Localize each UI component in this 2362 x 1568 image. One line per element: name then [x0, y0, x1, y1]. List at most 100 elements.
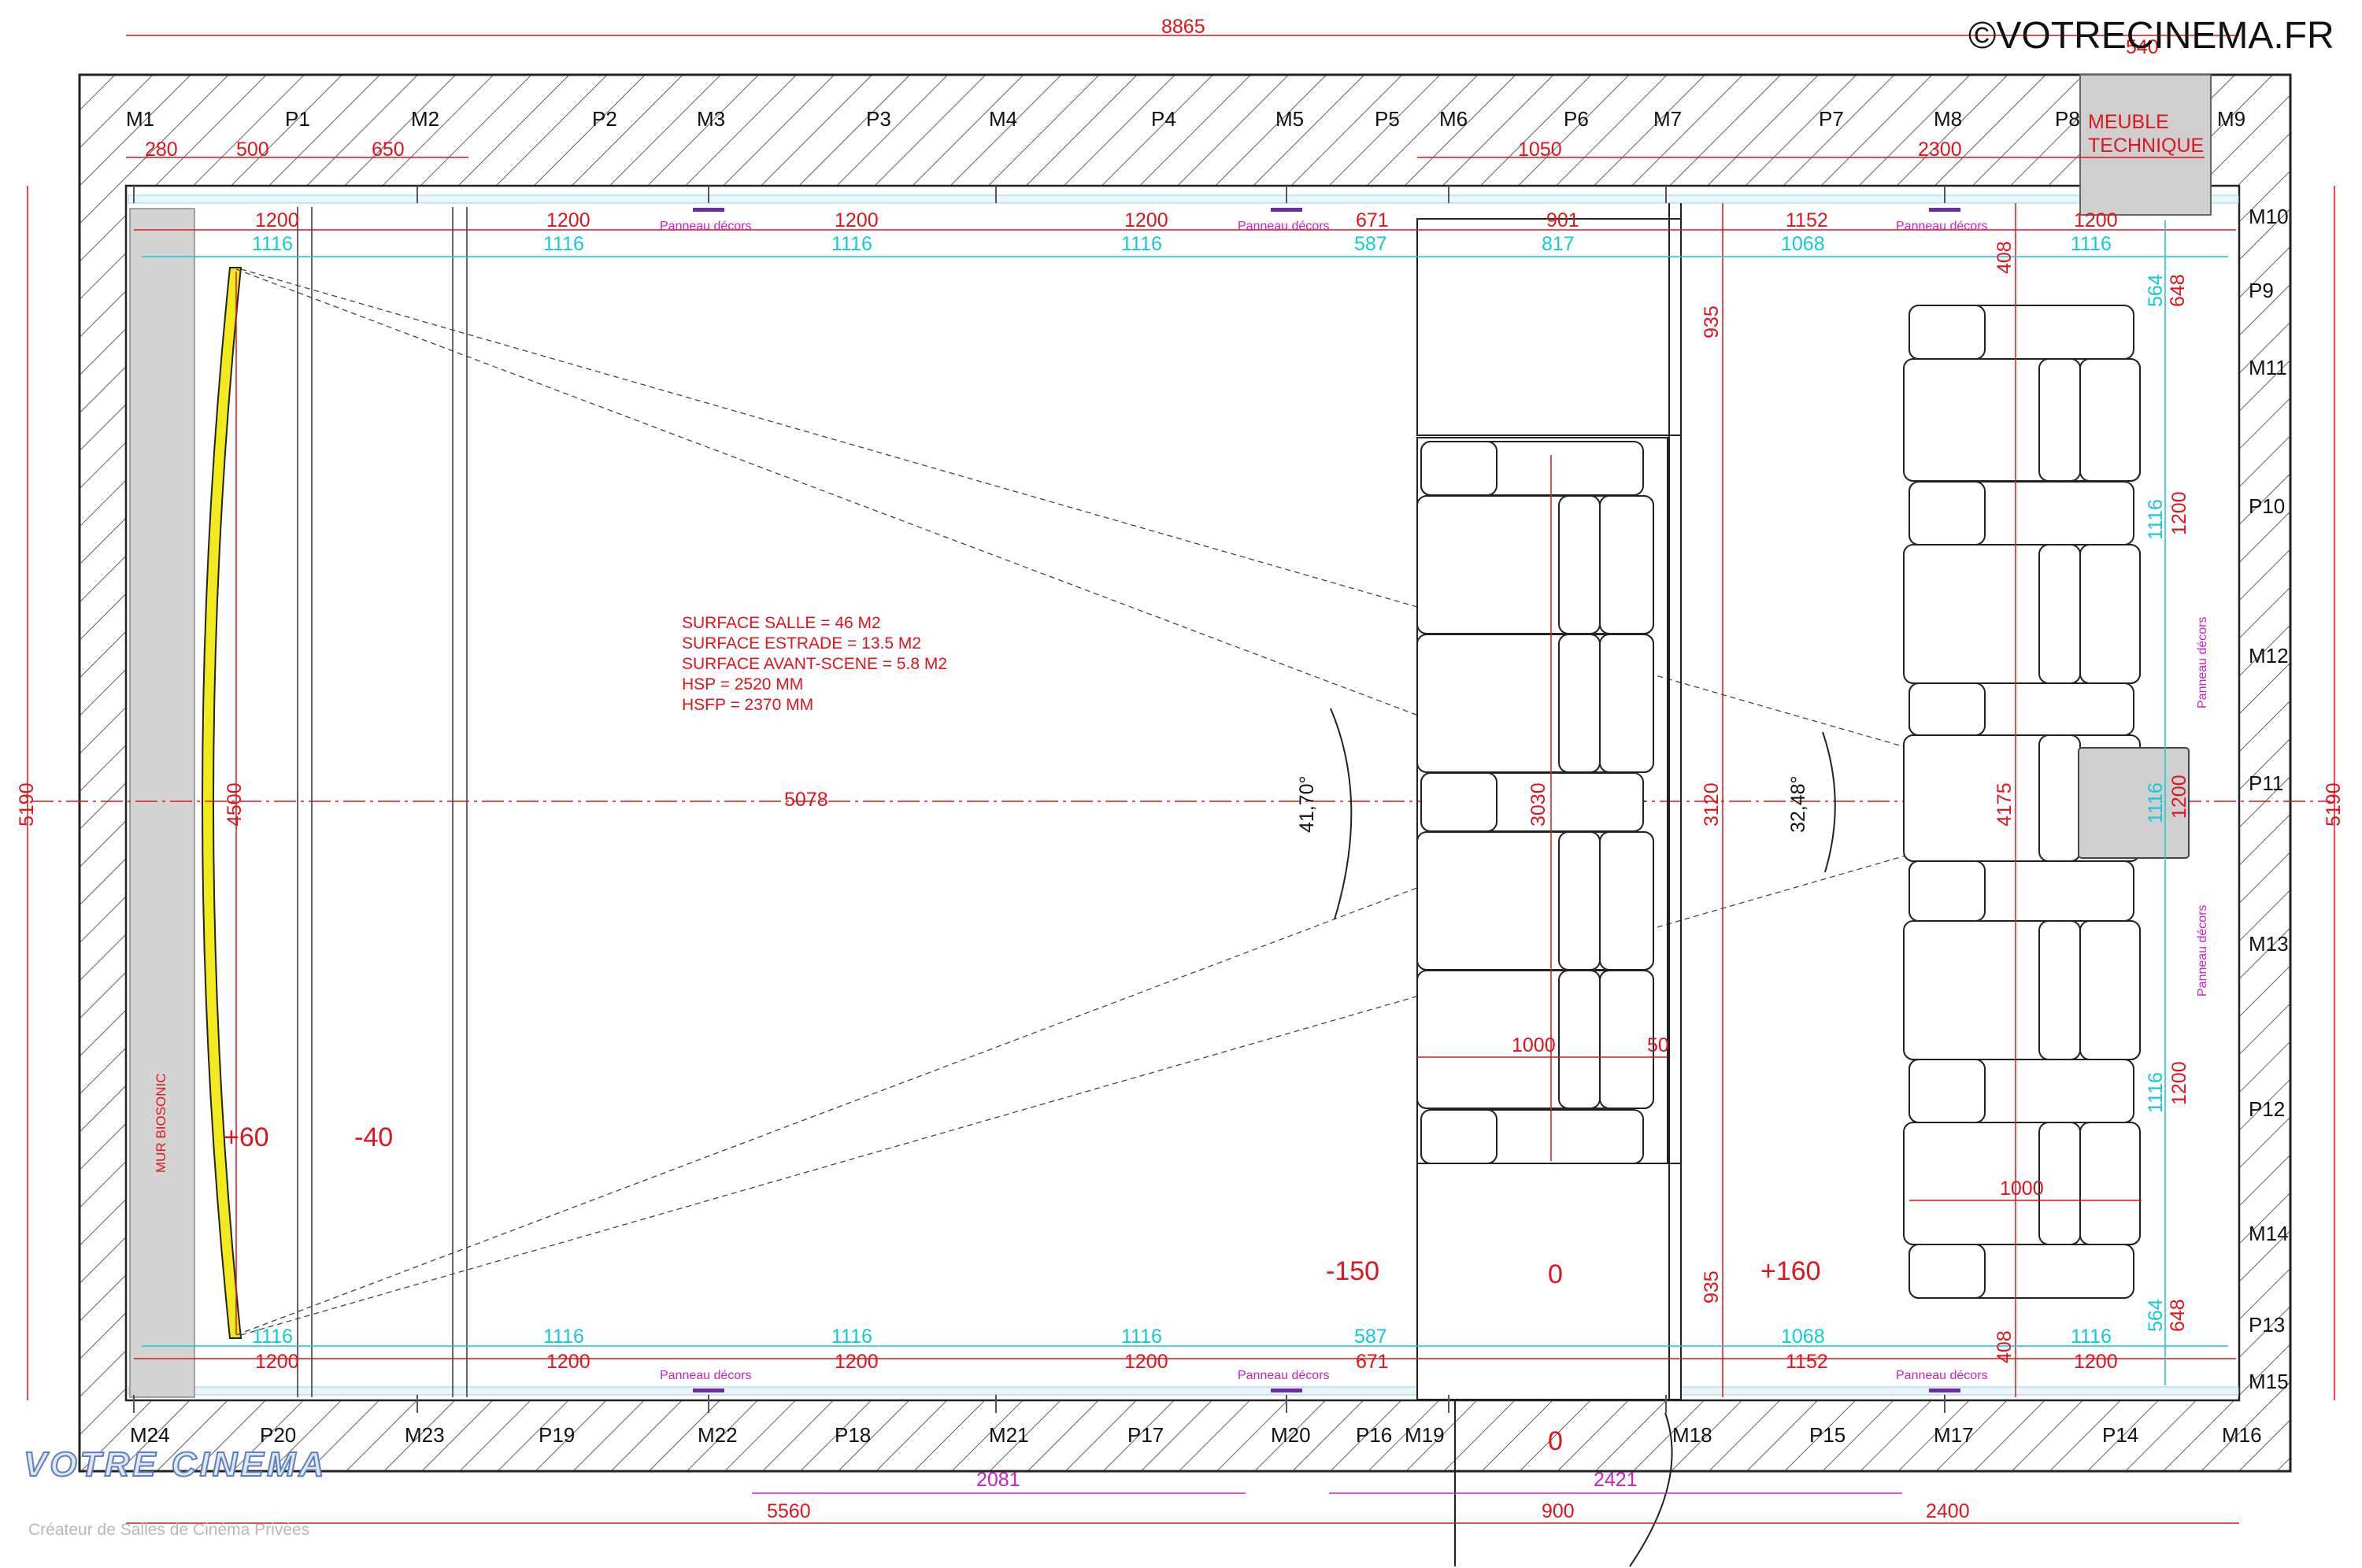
furniture-width: 540	[2126, 36, 2159, 58]
svg-text:Panneau décors: Panneau décors	[660, 220, 752, 233]
dim-2400: 2400	[1926, 1500, 1970, 1522]
svg-text:P4: P4	[1151, 107, 1176, 131]
svg-text:M9: M9	[2217, 107, 2245, 131]
svg-text:P12: P12	[2249, 1097, 2285, 1121]
svg-text:M10: M10	[2249, 205, 2289, 228]
svg-text:671: 671	[1356, 1351, 1389, 1373]
svg-text:1050: 1050	[1518, 139, 1562, 161]
svg-text:P6: P6	[1564, 107, 1589, 131]
row1-depth: 3030	[1527, 782, 1549, 827]
svg-text:M18: M18	[1672, 1423, 1712, 1447]
svg-text:901: 901	[1546, 209, 1579, 231]
svg-text:1116: 1116	[831, 233, 872, 255]
angle-rear: 32,48°	[1787, 775, 1809, 833]
row1-gap: 3120	[1701, 782, 1723, 827]
svg-text:M20: M20	[1271, 1423, 1311, 1447]
svg-text:1116: 1116	[2071, 1326, 2112, 1348]
biosonic-wall	[129, 208, 195, 1398]
svg-text:P8: P8	[2055, 107, 2080, 131]
svg-text:M8: M8	[1934, 107, 1962, 131]
axis-length: 5078	[784, 789, 828, 811]
svg-text:1152: 1152	[1786, 1351, 1828, 1373]
svg-text:M4: M4	[989, 107, 1017, 131]
row2-depth: 4175	[1994, 782, 2016, 827]
level-minus40: -40	[354, 1122, 393, 1152]
svg-text:M5: M5	[1275, 107, 1304, 131]
svg-text:1116: 1116	[252, 233, 293, 255]
svg-text:HSP = 2520 MM: HSP = 2520 MM	[682, 675, 803, 693]
svg-text:1200: 1200	[2168, 775, 2190, 819]
overall-width-left: 5190	[16, 782, 38, 827]
angle-arc-front	[1330, 708, 1353, 920]
svg-text:Panneau décors: Panneau décors	[1238, 220, 1330, 233]
svg-text:1200: 1200	[2074, 209, 2118, 231]
dim-2081: 2081	[976, 1469, 1020, 1491]
panel-labels: Panneau décors Panneau décors Panneau dé…	[660, 220, 2209, 1382]
svg-text:1116: 1116	[2145, 782, 2167, 823]
svg-text:1200: 1200	[255, 209, 299, 231]
svg-text:1116: 1116	[2145, 1072, 2167, 1113]
furniture-label-1: MEUBLE	[2088, 111, 2169, 133]
svg-text:650: 650	[372, 139, 405, 161]
svg-text:P15: P15	[1809, 1423, 1846, 1447]
angle-front: 41,70°	[1296, 775, 1318, 833]
svg-text:P19: P19	[539, 1423, 575, 1447]
svg-text:M14: M14	[2249, 1222, 2289, 1245]
level-minus150: -150	[1326, 1256, 1379, 1286]
side-dims: 935 935 408 408 564 648 564 648 1116 120…	[1701, 241, 2190, 1363]
wall-label: MUR BIOSONIC	[154, 1073, 168, 1173]
overall-width-right: 5190	[2323, 782, 2345, 827]
brand-tagline: Créateur de Salles de Cinéma Privées	[28, 1521, 310, 1539]
dimension-lines	[27, 35, 2335, 1400]
svg-text:1200: 1200	[546, 1351, 590, 1373]
svg-text:P5: P5	[1375, 107, 1400, 131]
svg-text:M2: M2	[411, 107, 439, 131]
cyan-dimension-lines	[142, 220, 2228, 1385]
svg-text:648: 648	[2167, 274, 2189, 307]
svg-text:1116: 1116	[2145, 499, 2167, 540]
svg-text:280: 280	[145, 139, 178, 161]
seat-row-1	[1416, 441, 1654, 1164]
technical-furniture	[2079, 74, 2212, 216]
seat-gap: 50	[1647, 1034, 1669, 1056]
svg-text:1200: 1200	[255, 1351, 299, 1373]
level-plus160: +160	[1760, 1256, 1821, 1286]
svg-text:Panneau décors: Panneau décors	[2196, 616, 2209, 708]
angle-arc-rear	[1822, 731, 1836, 873]
top-labels: M1 P1 M2 P2 M3 P3 M4 P4 M5 P5 M6 P6 M7 P…	[126, 107, 2245, 131]
svg-text:1116: 1116	[831, 1326, 872, 1348]
seat-width-1: 1000	[1512, 1034, 1556, 1056]
svg-text:1200: 1200	[546, 209, 590, 231]
svg-text:1116: 1116	[1121, 233, 1162, 255]
svg-text:P3: P3	[866, 107, 891, 131]
viewing-lines	[235, 268, 2095, 1336]
door-swing	[1629, 1412, 1673, 1567]
svg-text:564: 564	[2145, 1299, 2167, 1332]
svg-text:Panneau décors: Panneau décors	[660, 1369, 752, 1382]
svg-text:1068: 1068	[1781, 1326, 1825, 1348]
svg-text:P10: P10	[2249, 494, 2285, 518]
bottom-segments: 1116 1116 1116 1116 587 1068 1116 1200 1…	[252, 1326, 2118, 1373]
svg-text:P13: P13	[2249, 1313, 2285, 1337]
wall-ticks	[133, 186, 1946, 1413]
svg-text:1116: 1116	[2071, 233, 2112, 255]
svg-text:M22: M22	[698, 1423, 738, 1447]
svg-text:1152: 1152	[1786, 209, 1828, 231]
svg-text:Panneau décors: Panneau décors	[1896, 220, 1988, 233]
svg-text:P17: P17	[1127, 1423, 1164, 1447]
inner-lining	[128, 194, 2239, 204]
svg-text:1068: 1068	[1781, 233, 1825, 255]
svg-text:P9: P9	[2249, 279, 2274, 302]
projector	[2078, 747, 2190, 859]
svg-text:1116: 1116	[252, 1326, 293, 1348]
svg-text:M19: M19	[1405, 1423, 1445, 1447]
svg-text:P14: P14	[2102, 1423, 2138, 1447]
inner-lining-bottom	[128, 1386, 2239, 1396]
screen-width: 4500	[224, 782, 246, 827]
svg-text:SURFACE SALLE = 46 M2: SURFACE SALLE = 46 M2	[682, 614, 881, 632]
dim-5560: 5560	[767, 1500, 811, 1522]
svg-text:1200: 1200	[835, 1351, 879, 1373]
svg-text:1200: 1200	[2168, 491, 2190, 535]
svg-text:1116: 1116	[1121, 1326, 1162, 1348]
